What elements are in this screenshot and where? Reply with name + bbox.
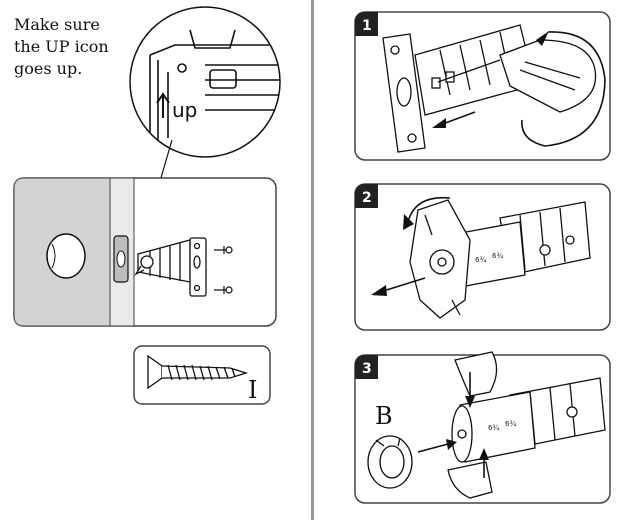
screw-label: I xyxy=(248,376,257,404)
instruction-line-2: the UP icon xyxy=(14,37,109,56)
step-2-number: 2 xyxy=(362,190,372,206)
step-1-badge xyxy=(355,12,378,36)
step-2-badge xyxy=(355,184,378,208)
instruction-line-3: goes up. xyxy=(14,59,83,78)
up-icon-label: up xyxy=(172,98,197,122)
step-3-badge xyxy=(355,355,378,379)
column-divider xyxy=(311,0,314,520)
instruction-caption: Make sure the UP icon goes up. xyxy=(14,14,109,80)
step-1-number: 1 xyxy=(362,18,372,34)
part-b-label: B xyxy=(375,402,393,430)
svg-text:6¾: 6¾ xyxy=(492,252,503,260)
instruction-line-1: Make sure xyxy=(14,15,100,34)
up-arrow-icon xyxy=(156,92,170,118)
wood-screw-icon xyxy=(147,354,249,390)
svg-text:6¾: 6¾ xyxy=(505,420,516,428)
svg-text:6¾: 6¾ xyxy=(475,256,486,264)
svg-text:6¾: 6¾ xyxy=(488,424,499,432)
step-3-number: 3 xyxy=(362,361,372,377)
